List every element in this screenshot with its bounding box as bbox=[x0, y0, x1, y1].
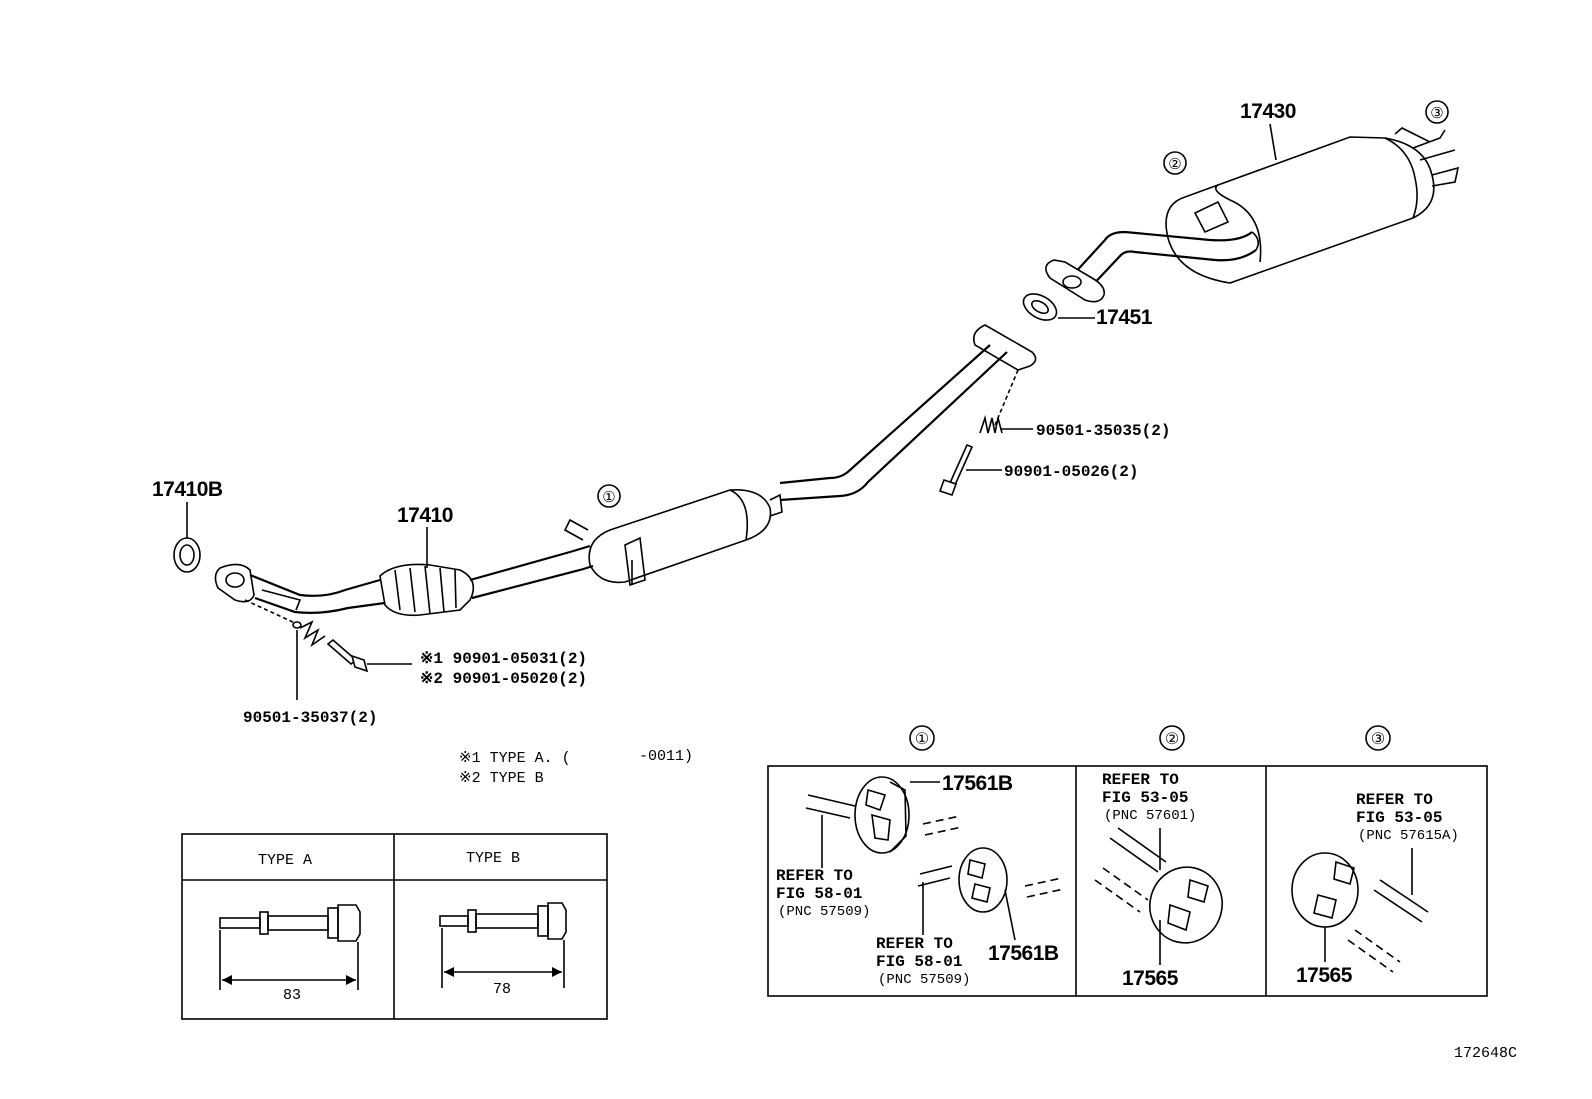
label-17451: 17451 bbox=[1096, 306, 1153, 329]
pipe-stub-1a bbox=[805, 794, 856, 819]
type-a-header: TYPE A bbox=[258, 852, 312, 869]
svg-text:②: ② bbox=[1168, 156, 1181, 173]
svg-text:REFER TO: REFER TO bbox=[1102, 771, 1179, 789]
front-pipe-converter-17410[interactable] bbox=[214, 544, 594, 617]
muffler-17430[interactable] bbox=[1045, 127, 1460, 303]
detail-panel: ① ② ③ 17561B REFER TO FIG 58-01 (PNC 575… bbox=[767, 725, 1488, 997]
label-90901-05031: ※1 90901-05031(2) bbox=[420, 650, 587, 668]
type-b-header: TYPE B bbox=[466, 850, 520, 867]
note-type-a: ※1 TYPE A. ( bbox=[459, 750, 571, 767]
svg-text:①: ① bbox=[915, 731, 929, 748]
svg-text:FIG 53-05: FIG 53-05 bbox=[1102, 789, 1188, 807]
pipe-stub-1d bbox=[1024, 877, 1065, 898]
detail-2-header: ② bbox=[1159, 725, 1185, 751]
svg-text:REFER TO: REFER TO bbox=[776, 867, 853, 885]
label-17410: 17410 bbox=[397, 504, 453, 527]
pipe-stub-3b bbox=[1347, 929, 1401, 973]
svg-text:FIG 53-05: FIG 53-05 bbox=[1356, 809, 1442, 827]
pipe-stub-2b bbox=[1094, 867, 1149, 913]
label-90501-35037: 90501-35037(2) bbox=[243, 709, 377, 727]
center-exhaust-pipe[interactable] bbox=[563, 324, 1037, 587]
label-17561B-top: 17561B bbox=[942, 772, 1013, 795]
svg-text:③: ③ bbox=[1430, 105, 1443, 122]
callout-2-muffler: ② bbox=[1163, 151, 1187, 175]
note-type-b: ※2 TYPE B bbox=[459, 770, 544, 787]
spring-90501-35037[interactable] bbox=[292, 620, 326, 648]
gasket-17451[interactable] bbox=[1019, 288, 1061, 325]
pipe-stub-3a bbox=[1373, 879, 1429, 923]
label-17565-d2: 17565 bbox=[1122, 967, 1179, 990]
pipe-stub-1b bbox=[922, 815, 963, 836]
callout-3-muffler: ③ bbox=[1425, 100, 1449, 124]
svg-text:(PNC 57601): (PNC 57601) bbox=[1104, 808, 1196, 824]
svg-text:FIG 58-01: FIG 58-01 bbox=[876, 953, 962, 971]
spring-90501-35035[interactable] bbox=[979, 414, 1003, 434]
hanger-17565-d3[interactable] bbox=[1291, 852, 1359, 928]
label-90901-05020: ※2 90901-05020(2) bbox=[420, 670, 587, 688]
svg-text:(PNC 57509): (PNC 57509) bbox=[878, 972, 970, 988]
svg-text:(PNC 57509): (PNC 57509) bbox=[778, 904, 870, 920]
hanger-17561B-top[interactable] bbox=[854, 776, 910, 854]
gasket-17410B[interactable] bbox=[173, 537, 201, 573]
type-b-length: 78 bbox=[493, 981, 511, 998]
label-17561B-bottom: 17561B bbox=[988, 942, 1059, 965]
svg-text:③: ③ bbox=[1371, 731, 1385, 748]
label-17410B: 17410B bbox=[152, 478, 223, 501]
detail-1-header: ① bbox=[909, 725, 935, 751]
svg-text:(PNC 57615A): (PNC 57615A) bbox=[1358, 828, 1459, 844]
label-17565-d3: 17565 bbox=[1296, 964, 1353, 987]
hanger-17565-d2[interactable] bbox=[1141, 859, 1230, 951]
label-17430: 17430 bbox=[1240, 100, 1296, 123]
pipe-stub-2a bbox=[1109, 827, 1167, 873]
svg-text:②: ② bbox=[1165, 731, 1179, 748]
type-a-length: 83 bbox=[283, 987, 301, 1004]
svg-text:FIG 58-01: FIG 58-01 bbox=[776, 885, 862, 903]
leader-17430 bbox=[1269, 123, 1277, 161]
note-type-a-range: -0011) bbox=[639, 748, 693, 765]
callout-1-pipe: ① bbox=[597, 484, 621, 508]
bolt-90901-05031[interactable] bbox=[326, 638, 369, 673]
detail-3-header: ③ bbox=[1365, 725, 1391, 751]
hanger-17561B-bottom[interactable] bbox=[958, 847, 1008, 913]
bolt-90901-05026[interactable] bbox=[938, 443, 974, 497]
type-a-bolt-drawing: 83 bbox=[219, 904, 361, 1004]
svg-text:REFER TO: REFER TO bbox=[876, 935, 953, 953]
label-90501-35035: 90501-35035(2) bbox=[1036, 422, 1170, 440]
svg-text:REFER TO: REFER TO bbox=[1356, 791, 1433, 809]
dash-guide-rear bbox=[994, 369, 1019, 426]
dash-guide-front bbox=[244, 599, 296, 624]
bolt-type-table: TYPE A TYPE B 83 78 bbox=[181, 833, 608, 1020]
label-90901-05026: 90901-05026(2) bbox=[1004, 463, 1138, 481]
type-b-bolt-drawing: 78 bbox=[439, 902, 567, 998]
svg-text:①: ① bbox=[602, 489, 615, 506]
figure-id: 172648C bbox=[1454, 1045, 1517, 1062]
leader-17561B-bottom bbox=[1004, 889, 1016, 941]
